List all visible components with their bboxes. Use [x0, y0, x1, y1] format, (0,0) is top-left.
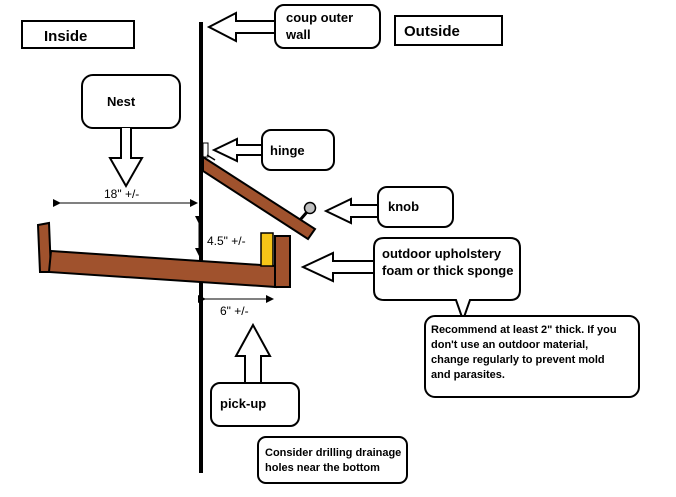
outside-label-box: [394, 15, 503, 46]
knob-label: knob: [388, 199, 419, 214]
nest-arrow: [108, 128, 144, 189]
nest-front-lip: [274, 235, 291, 288]
foam-pad: [260, 232, 274, 267]
hinge-label: hinge: [270, 143, 305, 158]
drainage-text: Consider drilling drainage holes near th…: [265, 447, 404, 474]
depth-dimension-label: 18" +/-: [104, 187, 139, 201]
pickup-arrow: [234, 322, 272, 383]
overhang-dimension-label: 6" +/-: [220, 304, 249, 318]
foam-label: outdoor upholstery foam or thick sponge: [382, 246, 513, 278]
drainage-note: [257, 436, 408, 484]
hinge-arrow: [211, 137, 263, 163]
knob-stem: [298, 211, 309, 221]
pickup-label: pick-up: [220, 396, 266, 411]
foam-callout: [373, 237, 521, 324]
coup-wall-label: coup outer wall: [285, 10, 357, 42]
nest-label: Nest: [107, 94, 136, 109]
recommend-text: Recommend at least 2" thick. If you don'…: [431, 324, 620, 381]
recommend-note: [424, 315, 640, 398]
coup-wall-arrow: [206, 11, 276, 43]
inside-label: Inside: [44, 28, 87, 45]
foam-arrow: [300, 251, 375, 283]
lid-board: [202, 155, 317, 241]
knob-icon: [303, 201, 317, 215]
hinge-pin: [206, 154, 216, 161]
hinge-icon: [202, 142, 209, 158]
nest-floor-board: [47, 249, 277, 289]
pickup-callout: [210, 382, 300, 427]
inside-label-box: [21, 20, 135, 49]
knob-arrow: [323, 197, 379, 225]
outside-label: Outside: [404, 23, 460, 40]
gap-dimension-label: 4.5" +/-: [207, 234, 246, 248]
